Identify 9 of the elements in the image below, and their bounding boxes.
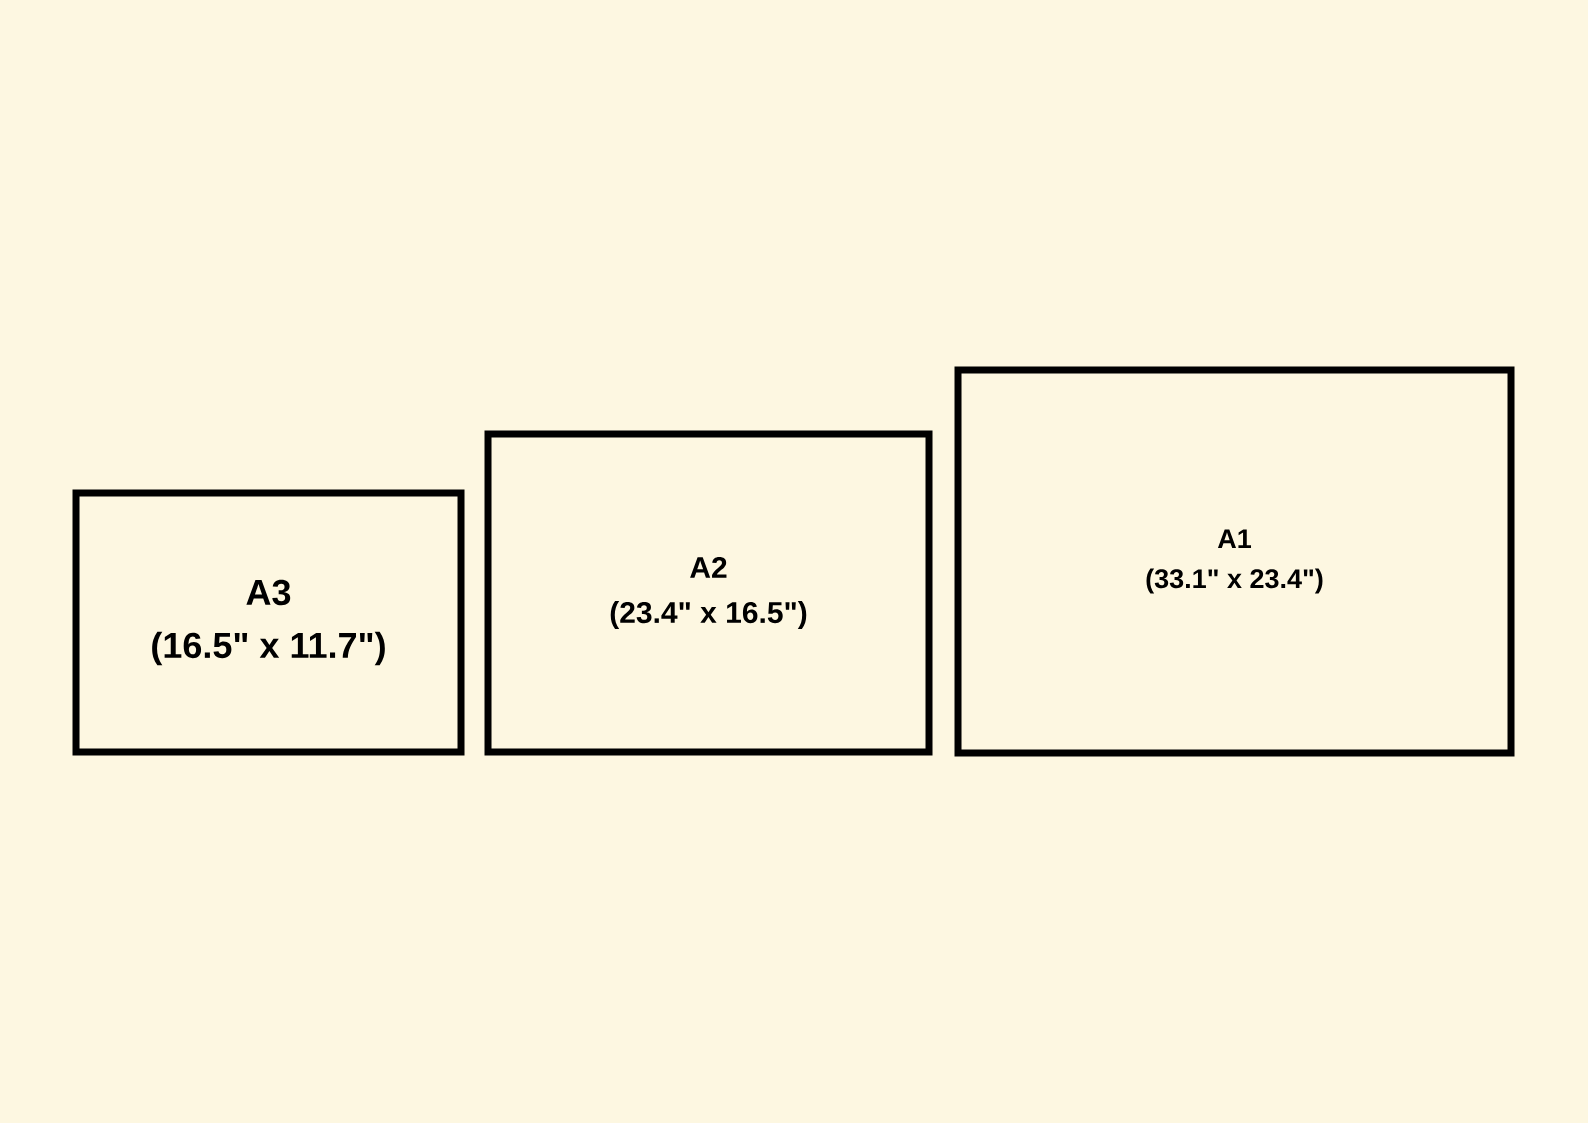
- size-box: [954, 366, 1515, 757]
- dimension-text: (23.4" x 16.5"): [610, 601, 807, 630]
- dimension-text: (33.1" x 23.4"): [1146, 568, 1323, 594]
- size-label: A1: [1217, 529, 1251, 548]
- size-label: A3: [246, 579, 291, 606]
- size-box: [72, 489, 465, 756]
- size-box: [484, 430, 933, 756]
- size-label: A2: [690, 556, 727, 578]
- dimension-text: (16.5" x 11.7"): [152, 631, 385, 666]
